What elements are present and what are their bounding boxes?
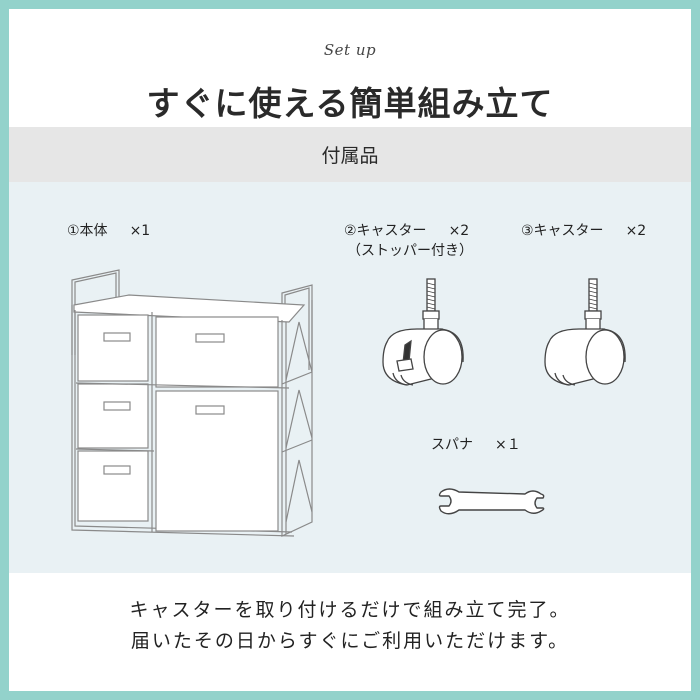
item-quantity: ×１ (495, 437, 521, 453)
setup-script-label: Set up (323, 41, 377, 59)
item-caster-stopper-label: ②キャスター ×2 (344, 220, 469, 240)
item-quantity: ×2 (448, 223, 470, 239)
item-name: ①本体 (67, 223, 108, 239)
caster-icon (544, 278, 626, 386)
item-caster-label: ③キャスター ×2 (521, 220, 646, 240)
item-quantity: ×2 (625, 223, 647, 239)
item-wrench-label: スパナ ×１ (431, 434, 521, 454)
item-name: ②キャスター (344, 223, 427, 239)
footer-line-2: 届いたその日からすぐにご利用いただけます。 (130, 630, 570, 652)
accessories-section-header: 付属品 (9, 127, 691, 182)
item-caster-stopper-note: （ストッパー付き） (347, 243, 473, 259)
wrench-icon (438, 488, 545, 515)
accessories-title: 付属品 (321, 145, 379, 167)
footer-message: キャスターを取り付けるだけで組み立て完了。 届いたその日からすぐにご利用いただけ… (9, 595, 691, 657)
footer-line-1: キャスターを取り付けるだけで組み立て完了。 (129, 599, 571, 621)
caster-with-stopper-icon (382, 278, 464, 386)
item-name: スパナ (431, 437, 473, 453)
accessories-panel: ①本体 ×1 (9, 182, 691, 573)
page-title: すぐに使える簡単組み立て (146, 84, 554, 123)
item-quantity: ×1 (129, 223, 151, 239)
storage-rack-icon (71, 269, 313, 537)
item-name: ③キャスター (521, 223, 604, 239)
content-frame: Set up すぐに使える簡単組み立て 付属品 ①本体 ×1 (9, 9, 691, 691)
item-main-body-label: ①本体 ×1 (67, 220, 150, 240)
